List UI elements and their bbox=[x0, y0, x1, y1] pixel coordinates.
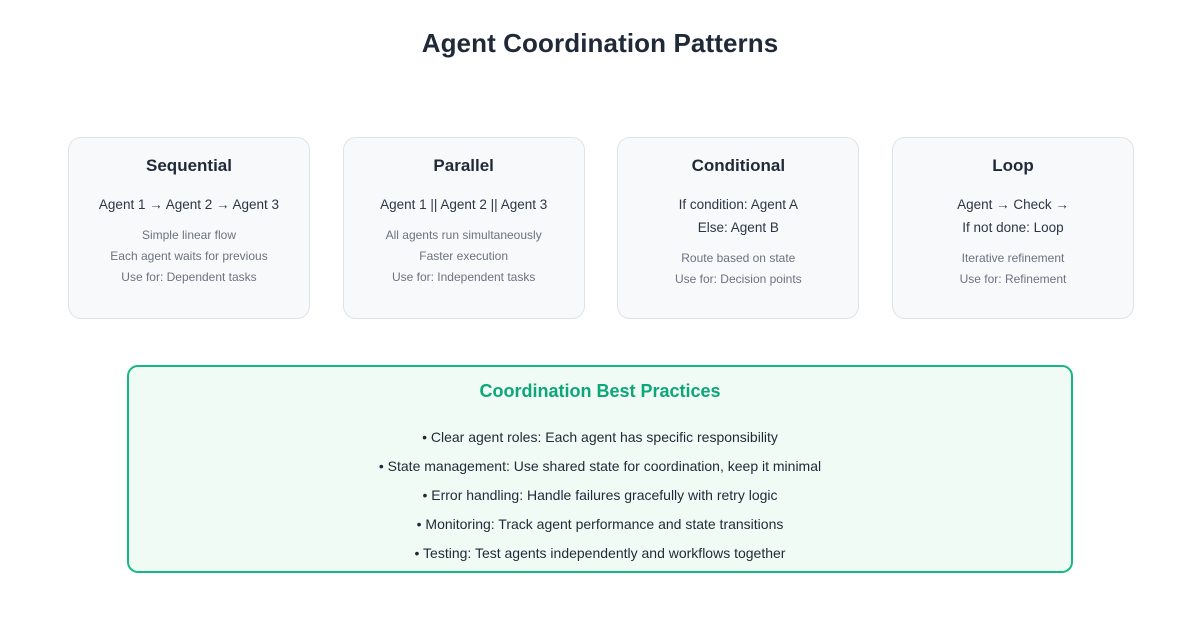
pattern-card-detail: Faster execution bbox=[419, 249, 509, 263]
pattern-card-detail: Iterative refinement bbox=[961, 251, 1065, 265]
pattern-card-flow-line: If not done: Loop bbox=[962, 220, 1064, 235]
pattern-card-title: Conditional bbox=[691, 156, 786, 175]
best-practices-title: Coordination Best Practices bbox=[479, 381, 721, 401]
pattern-card-loop: Loop Agent → Check → If not done: Loop I… bbox=[891, 137, 1134, 319]
best-practice-item: • State management: Use shared state for… bbox=[378, 458, 822, 474]
pattern-card-details: Route based on state Use for: Decision p… bbox=[675, 248, 802, 290]
best-practice-item: • Testing: Test agents independently and… bbox=[414, 545, 786, 561]
pattern-card-flow-line: Agent 1 || Agent 2 || Agent 3 bbox=[380, 197, 548, 212]
pattern-card-flow-line: If condition: Agent A bbox=[678, 197, 798, 212]
pattern-card-parallel: Parallel Agent 1 || Agent 2 || Agent 3 A… bbox=[342, 137, 585, 319]
best-practice-item: • Clear agent roles: Each agent has spec… bbox=[422, 429, 778, 445]
pattern-card-title: Loop bbox=[992, 156, 1034, 175]
page-title: Agent Coordination Patterns bbox=[421, 28, 779, 58]
pattern-card-conditional: Conditional If condition: Agent A Else: … bbox=[617, 137, 860, 319]
pattern-card-title: Parallel bbox=[433, 156, 494, 175]
best-practice-item: • Monitoring: Track agent performance an… bbox=[416, 516, 784, 532]
pattern-card-detail: Each agent waits for previous bbox=[110, 249, 268, 263]
pattern-card-details: Iterative refinement Use for: Refinement bbox=[960, 248, 1067, 290]
best-practice-item: • Error handling: Handle failures gracef… bbox=[422, 487, 778, 503]
pattern-card-detail: Use for: Refinement bbox=[959, 272, 1067, 286]
pattern-card-sequential: Sequential Agent 1 → Agent 2 → Agent 3 S… bbox=[68, 137, 310, 319]
pattern-card-flow-line: Agent → Check → bbox=[957, 197, 1069, 212]
pattern-card-details: All agents run simultaneously Faster exe… bbox=[386, 225, 542, 288]
pattern-card-detail: Use for: Dependent tasks bbox=[121, 270, 257, 284]
pattern-card-detail: Simple linear flow bbox=[141, 228, 237, 242]
pattern-card-title: Sequential bbox=[146, 156, 232, 175]
pattern-card-flow-line: Agent 1 → Agent 2 → Agent 3 bbox=[98, 197, 280, 212]
pattern-card-detail: Use for: Decision points bbox=[674, 272, 802, 286]
pattern-card-detail: Use for: Independent tasks bbox=[391, 270, 536, 284]
pattern-card-detail: Route based on state bbox=[681, 251, 796, 265]
pattern-card-detail: All agents run simultaneously bbox=[385, 228, 542, 242]
best-practices-panel: Coordination Best Practices • Clear agen… bbox=[127, 365, 1073, 573]
pattern-cards-row: Sequential Agent 1 → Agent 2 → Agent 3 S… bbox=[68, 137, 1134, 319]
pattern-card-details: Simple linear flow Each agent waits for … bbox=[110, 225, 267, 288]
pattern-card-flow-line: Else: Agent B bbox=[697, 220, 779, 235]
best-practices-list: • Clear agent roles: Each agent has spec… bbox=[129, 423, 1071, 568]
